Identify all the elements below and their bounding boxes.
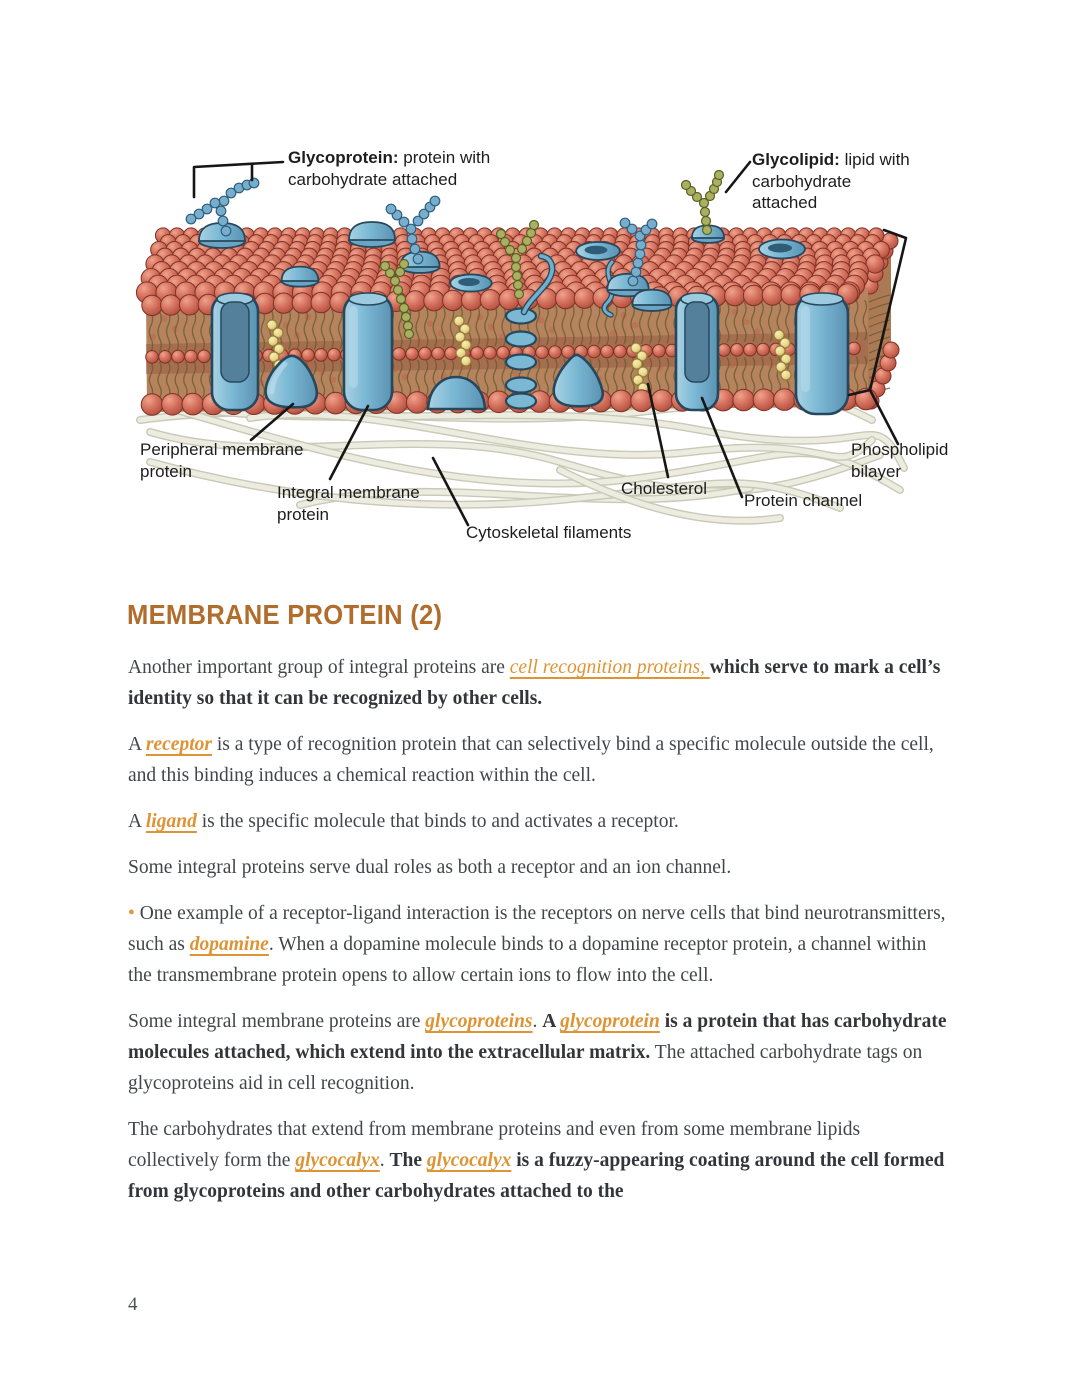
text-run: . <box>532 1011 543 1032</box>
term-link[interactable]: dopamine <box>189 934 269 955</box>
label-glycolipid-term: Glycolipid: <box>752 150 840 169</box>
term-link[interactable]: glycocalyx <box>426 1150 512 1171</box>
term-link[interactable]: cell recognition proteins, <box>509 657 710 678</box>
paragraph: • One example of a receptor-ligand inter… <box>128 898 954 991</box>
label-cytoskeletal-filaments: Cytoskeletal filaments <box>466 523 632 542</box>
label-phospholipid-bilayer: Phospholipid bilayer <box>851 440 949 481</box>
label-peripheral-protein: Peripheral membrane protein <box>140 440 304 481</box>
text-run: A <box>542 1011 561 1032</box>
paragraph: A receptor is a type of recognition prot… <box>128 729 954 791</box>
body-text: Another important group of integral prot… <box>128 652 954 1222</box>
text-run: is a fuzzy-appearing coating around the … <box>128 1150 945 1202</box>
text-run: Some integral proteins serve dual roles … <box>128 857 732 878</box>
label-glycolipid: Glycolipid: lipid with carbohydrate atta… <box>752 149 910 214</box>
text-run: which serve to mark a cell’s identity so… <box>128 657 941 709</box>
term-link[interactable]: receptor <box>145 734 212 755</box>
paragraph: Some integral proteins serve dual roles … <box>128 852 954 883</box>
page-number: 4 <box>128 1294 138 1315</box>
term-link[interactable]: ligand <box>145 811 197 832</box>
text-run: A <box>128 811 146 832</box>
label-glycoprotein-text: protein with carbohydrate attached <box>288 148 491 189</box>
text-run: The <box>389 1150 427 1171</box>
text-run: is the specific molecule that binds to a… <box>196 811 679 832</box>
text-run: . <box>379 1150 390 1171</box>
label-cholesterol: Cholesterol <box>621 479 707 498</box>
bullet-marker: • <box>128 903 140 924</box>
term-link[interactable]: glycocalyx <box>295 1150 380 1171</box>
paragraph: The carbohydrates that extend from membr… <box>128 1114 954 1207</box>
label-glycoprotein-term: Glycoprotein: <box>288 148 399 167</box>
paragraph: Some integral membrane proteins are glyc… <box>128 1006 954 1099</box>
text-run: is a type of recognition protein that ca… <box>128 734 934 786</box>
text-run: . When a dopamine molecule binds to a do… <box>128 934 927 986</box>
label-glycolipid-text: lipid with carbohydrate attached <box>752 150 910 212</box>
membrane-diagram <box>135 160 908 527</box>
text-run: Some integral membrane proteins are <box>128 1011 426 1032</box>
text-run: is a protein that has carbohydrate molec… <box>128 1011 947 1063</box>
section-heading: MEMBRANE PROTEIN (2) <box>127 599 443 630</box>
label-integral-protein: Integral membrane protein <box>277 483 420 524</box>
text-run: A <box>128 734 146 755</box>
label-protein-channel: Protein channel <box>744 491 863 510</box>
text-run: The attached carbohydrate tags on glycop… <box>128 1042 923 1094</box>
term-link[interactable]: glycoproteins <box>425 1011 533 1032</box>
text-run: Another important group of integral prot… <box>128 657 510 678</box>
paragraph: A ligand is the specific molecule that b… <box>128 806 954 837</box>
text-run: One example of a receptor-ligand interac… <box>128 903 946 955</box>
text-run: The carbohydrates that extend from membr… <box>128 1119 861 1171</box>
paragraph: Another important group of integral prot… <box>128 652 954 714</box>
term-link[interactable]: glycoprotein <box>560 1011 660 1032</box>
label-glycoprotein: Glycoprotein: protein with carbohydrate … <box>288 147 490 190</box>
